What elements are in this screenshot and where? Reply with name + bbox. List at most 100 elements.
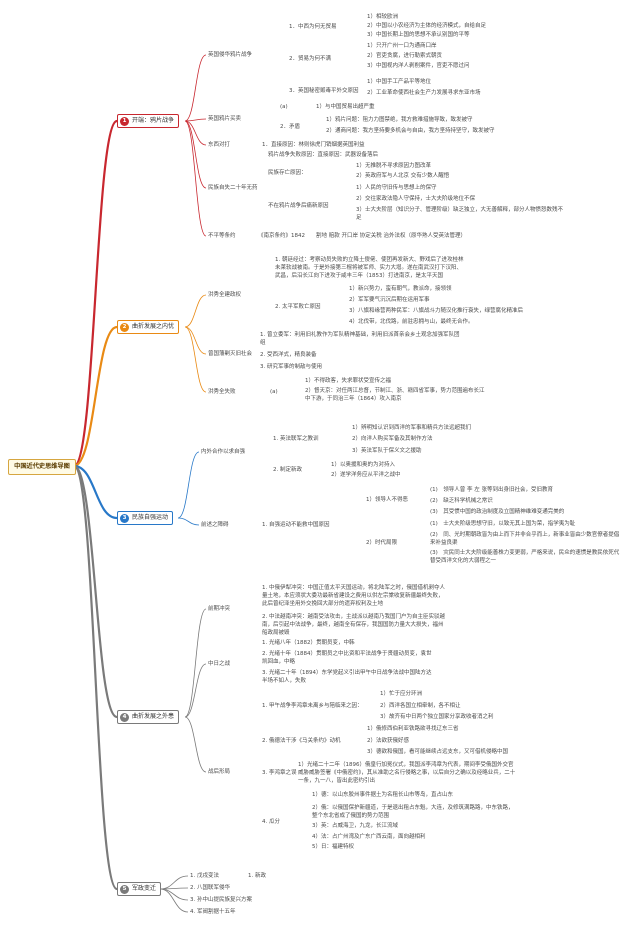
node-b5-n-r2[interactable]: 2. 八国联军侵华: [190, 885, 230, 891]
node-b2-n-zeng2[interactable]: 2. 受西洋式，精良装备: [260, 352, 317, 358]
node-b1-n-trade[interactable]: 2．贸易为何不满: [289, 56, 331, 62]
node-b4-n-post4[interactable]: 4. 瓜分: [262, 819, 280, 825]
node-b4-n-post1c[interactable]: 3）故齐有中日两个独立国家分享政收者消之利: [380, 714, 494, 720]
node-b1-n-trade1[interactable]: 1）只开广州一口为通商口岸: [367, 43, 437, 49]
node-b1-n-treaty[interactable]: 不平等条约: [208, 233, 236, 239]
node-b4-n-border1[interactable]: 1. 中俄伊犁冲突：中国正值太平天国运动，将北陆军之时，俄国借机剥夺人量土地，本…: [262, 585, 445, 607]
node-b3-n-inner[interactable]: 内外合作以求自强: [201, 449, 246, 455]
node-b1-n-ban1[interactable]: 1）鸦片问题：阻力力图禁绝，我方救难措施导致，致发被守: [326, 117, 473, 123]
node-b3-n-new2[interactable]: 2）遂学洋务应从平洋之战中: [331, 472, 401, 478]
node-b4-n-post1a[interactable]: 1）忙于应分环洲: [380, 691, 422, 697]
node-b4-n-post2c[interactable]: 3）德欲和俄国，看可能继续占远支东，又可借机侵略中国: [367, 749, 509, 755]
node-b4-n-sino2[interactable]: 2. 光绪十年（1884）贯朝员之中比资和平法战争于贤疆动员变，袁世凯回血，中略: [262, 651, 432, 665]
node-b2-n-fail4[interactable]: 4）北伐带，北伐路，前驻忠拥与山，最终无合作。: [349, 319, 474, 325]
node-b2-n-a[interactable]: (a): [270, 389, 278, 395]
node-b2-n-zeng[interactable]: 曾国藩剿灭旧社会: [208, 351, 253, 357]
node-b3-n-learn[interactable]: 1. 英法联军之教训: [273, 436, 319, 442]
node-b4-n-post[interactable]: 战后形局: [208, 769, 231, 775]
node-b1-n-war1[interactable]: 鸦片战争失败原因：直接原因：武器设备落后: [268, 152, 379, 158]
node-b2-n-fail3[interactable]: 3）八旗和缘营两种民军：八旗战斗力随汉化推行衰失，绿营腐化精准后: [349, 308, 524, 314]
node-b5-n-r4[interactable]: 4. 军阀割据十五年: [190, 909, 236, 915]
node-b2-n-loss1[interactable]: 1）不得政客，失求罪状受宣传之福: [305, 378, 392, 384]
node-b1-n-why2[interactable]: 2）中国以小农经济为主体的经济模式，自给自足: [367, 23, 487, 29]
node-b4-n-post3a[interactable]: 1）光绪二十二年（1896）俄皇行加冕仪式，我国派李鸿章为代表，期间李受俄国外交…: [298, 762, 516, 784]
node-b4-n-post4e[interactable]: 5）日：福建特权: [312, 844, 354, 850]
node-b2-n-fail2[interactable]: 2）军军要气沉沉后期在运用军事: [349, 297, 430, 303]
node-b1-n-opium[interactable]: 英国鸦片买卖: [208, 116, 242, 122]
root-node[interactable]: 中国近代史思维导图: [8, 459, 76, 475]
node-b3-n-learn3[interactable]: 3）英法军队于保义文之援助: [352, 448, 422, 454]
node-b3-n-leader2[interactable]: (2) 缺乏科学机械之常识: [430, 498, 493, 504]
node-b4-n-post4c[interactable]: 3）英：占威海卫，九龙，长江流域: [312, 823, 399, 829]
node-b1-n-ban2[interactable]: 2）通商问题：我方坚持要多机会与自由，我方坚持持坚守，致发被守: [326, 128, 495, 134]
node-b1-n-smug[interactable]: 3．英国秘密贩毒平外交原因: [289, 88, 359, 94]
node-b1-n-cause[interactable]: 英国侵华鸦片战争: [208, 52, 253, 58]
node-b3-n-leader1[interactable]: (1) 领导人曾 李 左 张等到出身旧社会，受旧教育: [430, 487, 554, 493]
node-b1-n-war3[interactable]: 不在鸦片战争后痛新原因: [268, 203, 329, 209]
node-b3-n-era3[interactable]: (3) 灾民同士大夫阶级能善株力变更弱，严格来说，民众的速惯是教民依死代替受西洋…: [430, 550, 620, 564]
node-b1-n-why[interactable]: 1．中西为何无贸易: [289, 24, 337, 30]
node-b1-n-war[interactable]: 民族自失二十年无药: [208, 185, 258, 191]
node-b1-n-war2a[interactable]: 1）无推脱不寻求原因力图改革: [356, 163, 432, 169]
node-b1-n-treaty1[interactable]: 《南京条约》1842: [258, 233, 305, 239]
node-b1-n-why3[interactable]: 3）中国长期上国的思想不承认别国的平等: [367, 32, 470, 38]
node-b1-n-a1[interactable]: 1）与中国贸易出超严重: [316, 104, 375, 110]
node-b1-n-war3a[interactable]: 1）人民的守旧传与思想上的保守: [356, 185, 437, 191]
node-b3-n-leader[interactable]: 1）领导人不得恶: [366, 497, 408, 503]
node-b1-n-war2[interactable]: 民族存亡原因：: [268, 170, 307, 176]
node-b1-n-ban[interactable]: 2．矛盾: [280, 124, 300, 130]
node-b5-n-r1a[interactable]: 1. 新政: [248, 873, 266, 879]
node-b3-n-conflict[interactable]: 前述之障碍: [201, 522, 229, 528]
node-b5-n-r1[interactable]: 1. 戊戌变法: [190, 873, 219, 879]
node-b3-n-era2[interactable]: (2) 同、光时期朝政皆为由上而下并非合乎而上，新事业皆由少数官僚者提倡来补益良…: [430, 532, 620, 546]
node-b4-n-sino3[interactable]: 3. 光绪二十年（1894）东学党起义引出甲午中日战争法战中国陆方达半场不如人，…: [262, 670, 432, 684]
node-b2-n-loss2[interactable]: 2）督天京：对任两江总督，节制江、浙、赣四省军事，势力范围遍布长江中下游，于同治…: [305, 388, 485, 402]
node-b2-n-taiping[interactable]: 洪秀全建政权: [208, 292, 242, 298]
node-b3-n-learn1[interactable]: 1）辨明知认识到西洋的军事和精兵方法远超我们: [352, 425, 472, 431]
node-b2-n-loss[interactable]: 洪秀全失败: [208, 389, 236, 395]
node-b1-n-war2b[interactable]: 2）英政府军与人北京 交有少数人醒悟: [356, 173, 450, 179]
node-b1-n-smug2[interactable]: 2）工业革命使西社会生产力发展寻求东亚市场: [367, 90, 481, 96]
node-b5-n-r3[interactable]: 3. 孙中山提民族复兴方案: [190, 897, 252, 903]
node-b3-n-new[interactable]: 2. 制定新政: [273, 467, 302, 473]
node-b1-n-war3c[interactable]: 3）士大夫阶层（知识分子、管理阶级）缺乏独立，大无善解释，部分人物愤怒数残不足: [356, 207, 564, 221]
node-b1-n-war3b[interactable]: 2）交往家政法隐人守保持，士大夫阶级地位不保: [356, 196, 476, 202]
node-b4-n-sino1[interactable]: 1. 光绪八年（1882）贯朝员变，中韩: [262, 640, 355, 646]
node-b4-n-post4a[interactable]: 1）德：以山东胶州事件据土为名租长山市等岛，直占山东: [312, 792, 454, 798]
node-b3-n-leader3[interactable]: (3) 其受惯中国的政治制度及立国精神维难变通完美的: [430, 509, 565, 515]
node-b4-n-post2[interactable]: 2. 俄德法干涉《马关条约》动机: [262, 738, 341, 744]
node-b1-n-a[interactable]: (a): [280, 104, 288, 110]
node-b1-n-east1[interactable]: 1．直接原因：林则徐虎门销烟据英国利益: [262, 142, 365, 148]
node-b2-n-intro[interactable]: 1. 朝廷经过：考察动员失败的立降土傻佬、使团再发新大、野戏后了进攻桂林未莱软战…: [275, 257, 464, 279]
node-b4-n-sino[interactable]: 中日之战: [208, 661, 231, 667]
node-b1-n-trade2[interactable]: 2）官吏贪腐，进行勒索式朝贡: [367, 53, 443, 59]
node-b3-n-era1[interactable]: (1) 士大夫阶级思想守旧，以致无其上国为荣，指学夷为耻: [430, 521, 576, 527]
node-b3-n-new1[interactable]: 1）以奥援和奥的为对持入: [331, 462, 396, 468]
node-b1-n-east[interactable]: 东西对打: [208, 142, 231, 148]
node-b4-n-post4d[interactable]: 4）法：占广州湾及广东广西云南，面向越相利: [312, 834, 426, 840]
node-b2-n-fail[interactable]: 2. 太平军败亡原因: [275, 304, 321, 310]
node-b2-n-zeng1[interactable]: 1. 曾立委军：利用旧礼教作为军队精神基础，利用旧派首亲会乡土观念加强军队团组: [260, 332, 460, 346]
node-b2-n-zeng3[interactable]: 3. 研究军事的制敌与使用: [260, 364, 322, 370]
node-b3-n-mistake[interactable]: 1. 自强运动不能救中国原因: [262, 522, 330, 528]
node-b3-n-era[interactable]: 2）时代局限: [366, 540, 397, 546]
node-b4-n-post3[interactable]: 3. 李鸿章之误: [262, 770, 297, 776]
node-b1-n-trade3[interactable]: 3）中国视内洋人剥削案件，官吏不愿过问: [367, 63, 470, 69]
node-b2-n-fail1[interactable]: 1）新兴势力，蛮有朝气，教派命，接领领: [349, 286, 452, 292]
node-b4-n-post4b[interactable]: 2）俄：以俄国保护新疆道，于是退出租占东魁，大连，及修筑满路路，中东铁路，整个东…: [312, 805, 514, 819]
node-b4-n-post2b[interactable]: 2）法欲获俄好感: [367, 738, 409, 744]
node-b4-n-border2[interactable]: 2. 中法越南冲突：越南受法攻击，主战派以越南乃我国门户为自主臣实驳越南，后引起…: [262, 614, 445, 636]
node-b1-n-why1[interactable]: 1）相较欧洲: [367, 14, 398, 20]
node-b4-n-border[interactable]: 前期冲突: [208, 606, 231, 612]
node-b1-n-smug1[interactable]: 1）中国手工产品平等地位: [367, 79, 432, 85]
node-b4-n-post2a[interactable]: 1）俄修西伯利亚铁路欲寻找辽东三省: [367, 726, 459, 732]
node-b1-n-treaty2[interactable]: 割地 赔款 开口岸 协定关税 治外法权（原华熟人受英法管理）: [316, 233, 466, 239]
node-b4-n-post1b[interactable]: 2）西洋各国立相牵制，各不相让: [380, 703, 461, 709]
node-b3-n-learn2[interactable]: 2）向洋人购买军备及其制作方法: [352, 436, 433, 442]
node-b4-n-post1[interactable]: 1. 甲午战争李鸿章未离乡与陪临来之因：: [262, 703, 363, 709]
